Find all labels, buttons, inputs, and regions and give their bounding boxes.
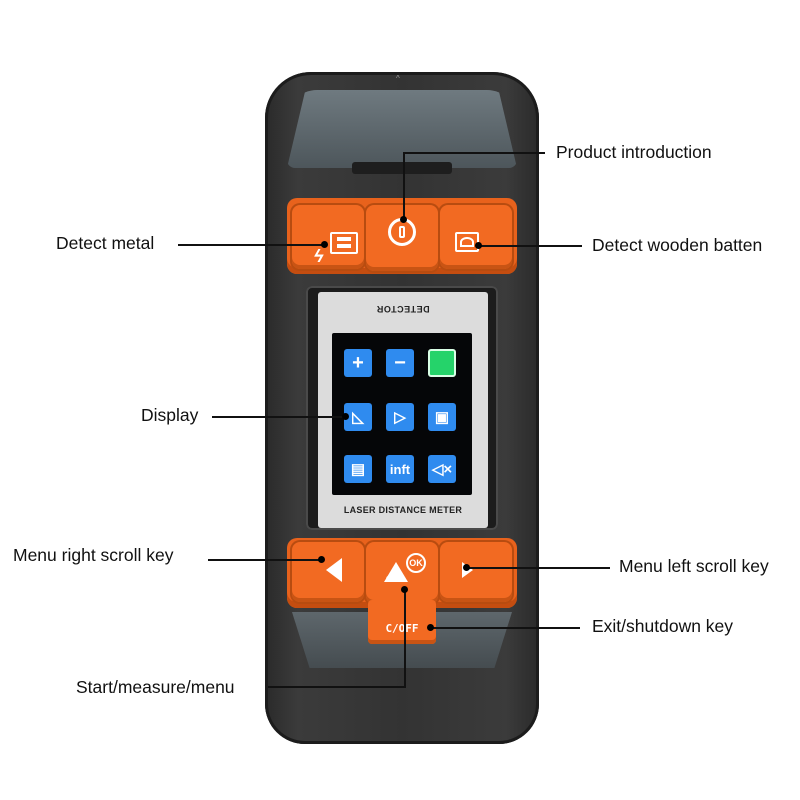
- leader-dot: [321, 241, 328, 248]
- screen-title-bottom: LASER DISTANCE METER: [343, 505, 463, 515]
- laser-icon: ▷: [386, 403, 414, 431]
- leader-dot: [342, 413, 349, 420]
- save-icon: ▣: [428, 403, 456, 431]
- leader-dot: [400, 216, 407, 223]
- callout-detect-metal: Detect metal: [56, 233, 155, 253]
- plus-icon: +: [344, 349, 372, 377]
- ok-icon: OK: [406, 553, 426, 573]
- leader-line: [178, 244, 324, 246]
- leader-dot: [427, 624, 434, 631]
- callout-menu-right: Menu right scroll key: [13, 545, 174, 565]
- lightning-icon: ϟ: [314, 246, 324, 266]
- callout-exit: Exit/shutdown key: [592, 616, 734, 636]
- top-slot: [352, 162, 452, 174]
- metal-detector-icon: [330, 232, 358, 254]
- leader-line: [208, 559, 322, 561]
- leader-dot: [318, 556, 325, 563]
- detect-wood-button[interactable]: [440, 205, 512, 269]
- leader-line: [404, 590, 406, 688]
- callout-menu-left: Menu left scroll key: [619, 556, 769, 576]
- top-sensor-window: [287, 90, 517, 168]
- mute-icon: ◁×: [428, 455, 456, 483]
- unit-inft-icon: inft: [386, 455, 414, 483]
- detect-metal-button[interactable]: [292, 205, 364, 269]
- callout-detect-wood: Detect wooden batten: [592, 235, 763, 255]
- coff-label: C/OFF: [385, 622, 419, 635]
- leader-dot: [401, 586, 408, 593]
- leader-line: [403, 152, 405, 220]
- coff-button[interactable]: [368, 600, 436, 644]
- callout-start: Start/measure/menu: [76, 677, 235, 697]
- on-label: ON: [386, 576, 397, 583]
- leader-line: [478, 245, 582, 247]
- leader-line: [430, 627, 580, 629]
- memory-icon: ▤: [344, 455, 372, 483]
- leader-line: [212, 416, 346, 418]
- notch-icon: ^: [396, 74, 400, 83]
- leader-line: [268, 686, 406, 688]
- minus-icon: −: [386, 349, 414, 377]
- leader-line: [403, 152, 545, 154]
- callout-product-intro: Product introduction: [556, 142, 712, 162]
- leader-dot: [475, 242, 482, 249]
- leader-line: [466, 567, 610, 569]
- leader-dot: [463, 564, 470, 571]
- callout-display: Display: [141, 405, 199, 425]
- screen-title-top: DETECTOR: [376, 304, 430, 314]
- laser-warning-icon: [384, 562, 408, 582]
- green-square-icon: [428, 349, 456, 377]
- menu-left-scroll-button[interactable]: [440, 542, 512, 602]
- arrow-left-icon: [326, 558, 342, 582]
